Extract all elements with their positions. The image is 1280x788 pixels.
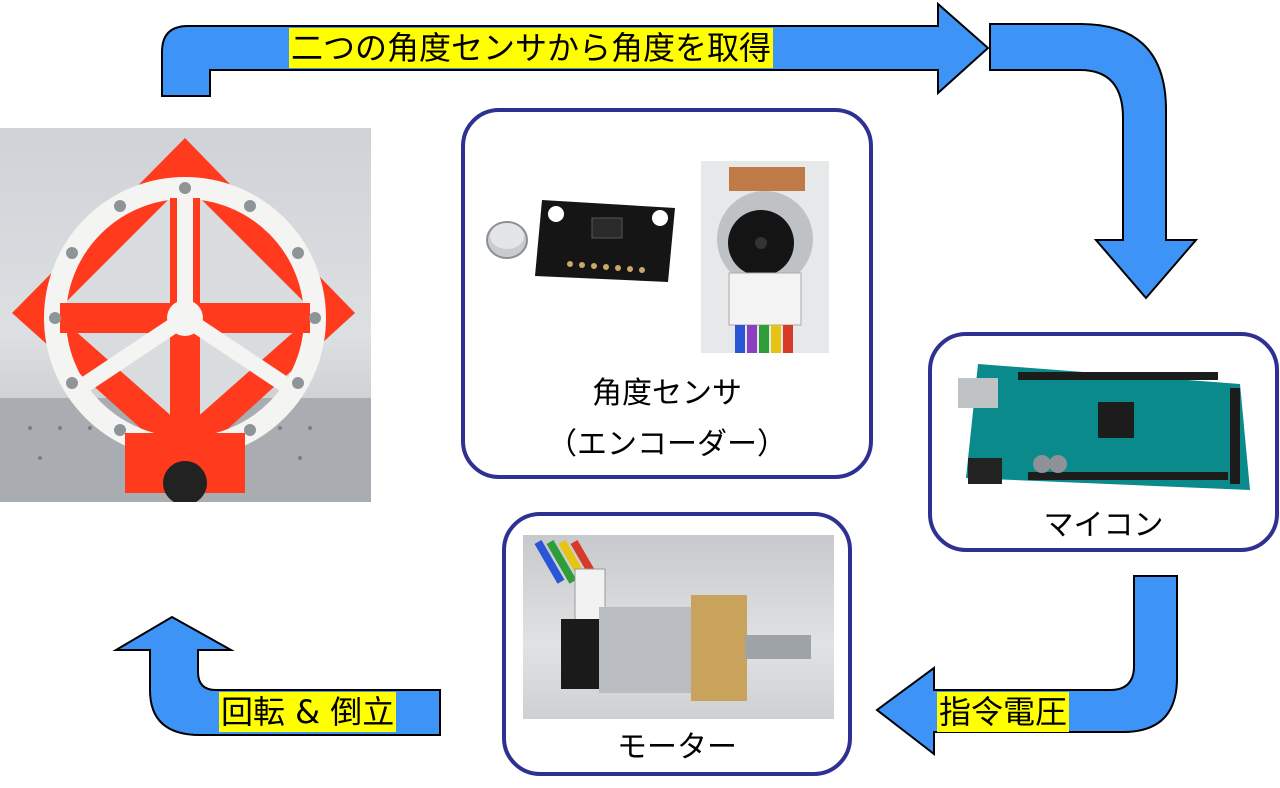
arduino-mega-photo [958,360,1253,500]
angle-sensor-title: 角度センサ [592,376,742,411]
geared-motor-photo [523,535,834,719]
inverted-pendulum-photo [0,128,371,502]
command-voltage-label: 指令電圧 [937,692,1070,732]
rotary-encoder-photo [701,161,829,353]
top-label: 二つの角度センサから角度を取得 [289,28,774,68]
motor-title: モーター [617,730,737,765]
angle-sensor-subtitle: （エンコーダー） [547,427,787,462]
magnetic-angle-sensor-photo [480,196,685,284]
microcontroller-title: マイコン [1043,508,1164,543]
rotate-balance-label: 回転 & 倒立 [219,692,397,732]
right-down-arrow-icon [989,23,1199,300]
